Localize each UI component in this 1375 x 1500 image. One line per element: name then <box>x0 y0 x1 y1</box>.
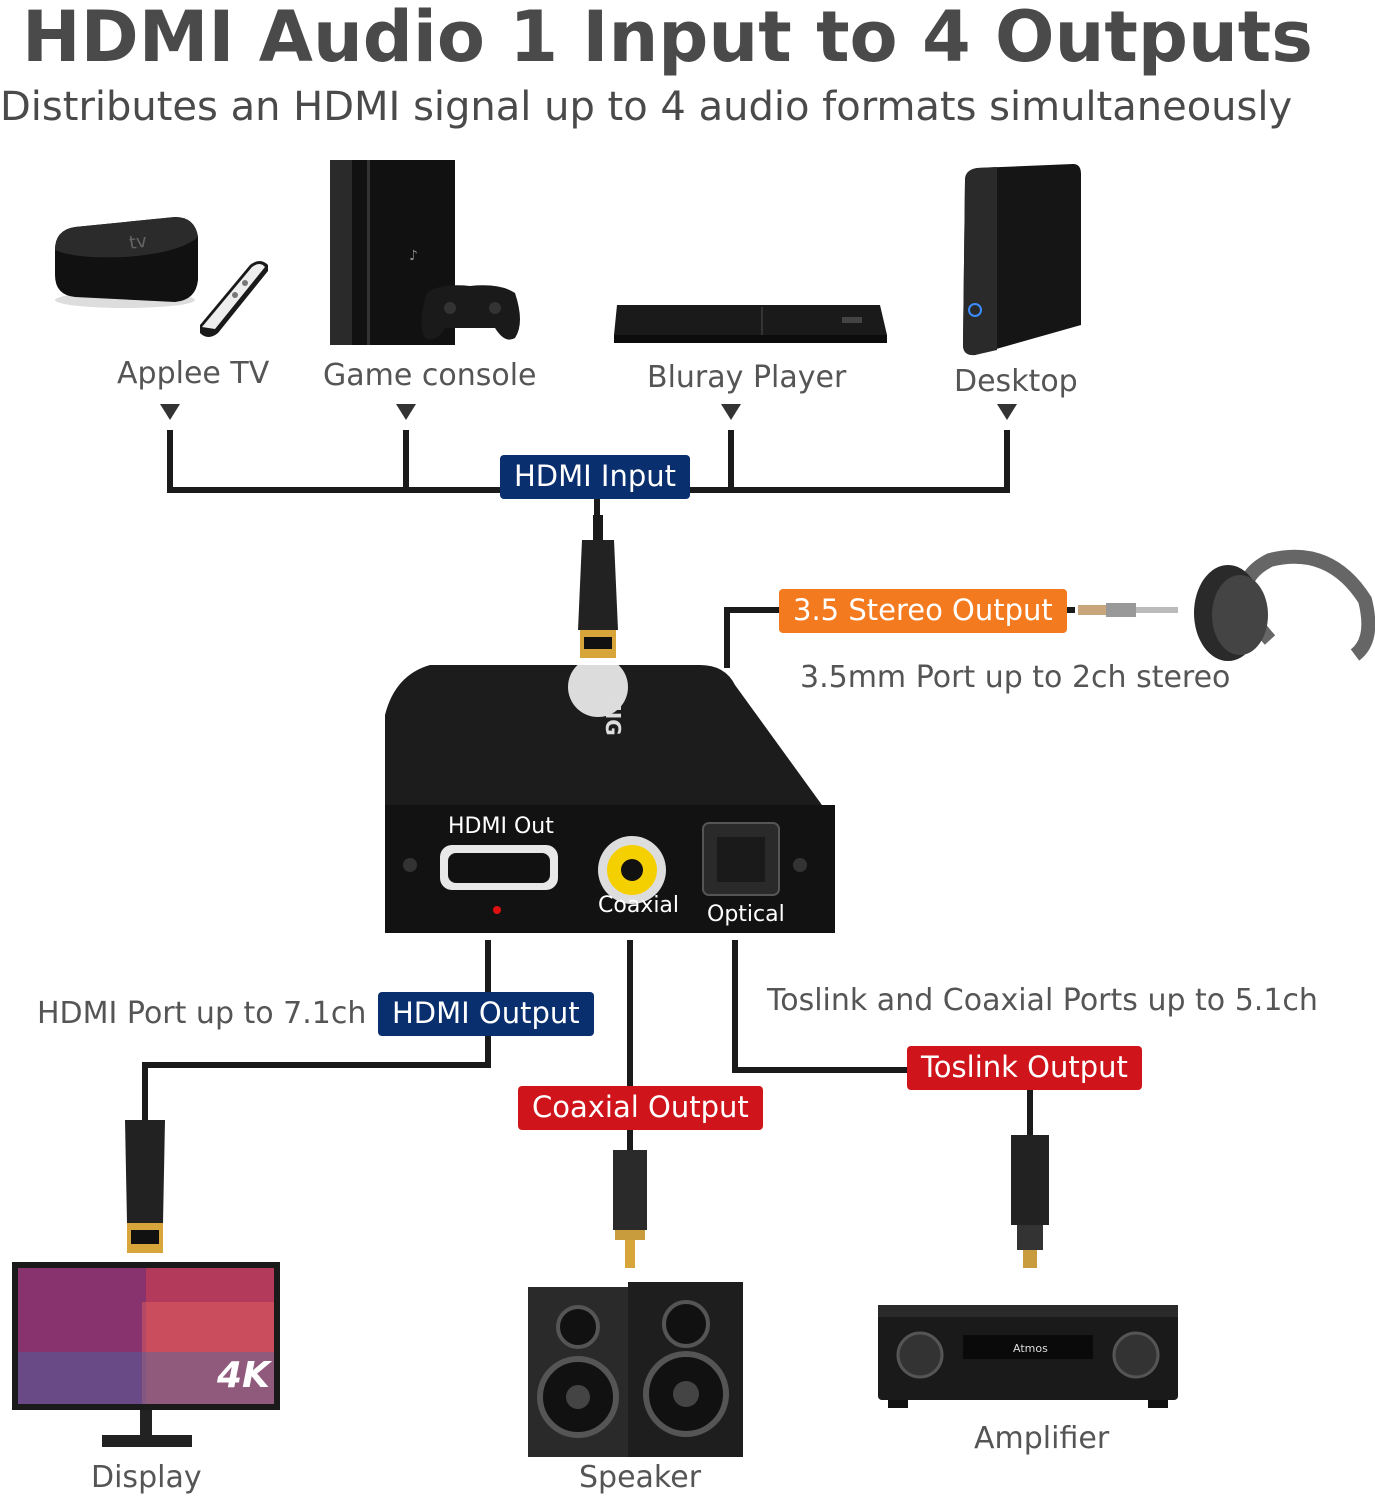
hub-optical-label: Optical <box>707 902 785 927</box>
speaker-icon <box>528 1282 743 1457</box>
coaxial-plug-icon <box>613 1150 647 1268</box>
hub-hdmi-out-label: HDMI Out <box>448 814 554 839</box>
svg-text:Atmos: Atmos <box>1013 1342 1048 1355</box>
apple-tv-icon: tv <box>55 217 268 337</box>
source-label-desktop: Desktop <box>954 364 1078 399</box>
hub-coaxial-label: Coaxial <box>598 893 680 918</box>
bluray-player-icon <box>614 305 887 343</box>
hdmi-cable-output-icon <box>125 1120 165 1253</box>
arrow-down-icon <box>160 404 180 420</box>
coaxial-output-badge: Coaxial Output <box>518 1086 763 1130</box>
hdmi-output-badge: HDMI Output <box>378 992 594 1036</box>
source-label-bluray-player: Bluray Player <box>647 360 847 395</box>
output-label-speaker: Speaker <box>579 1460 702 1495</box>
amplifier-icon: Atmos <box>878 1305 1178 1408</box>
source-label-game-console: Game console <box>323 358 537 393</box>
desktop-drive-icon <box>963 164 1081 356</box>
stereo-output-badge: 3.5 Stereo Output <box>779 589 1067 633</box>
output-label-amplifier: Amplifier <box>974 1421 1110 1456</box>
arrow-down-icon <box>721 404 741 420</box>
game-console-icon: ♪ <box>330 160 520 345</box>
page-title: HDMI Audio 1 Input to 4 Outputs <box>22 0 1313 78</box>
output-label-display: Display <box>91 1460 202 1495</box>
svg-text:♪: ♪ <box>409 248 418 264</box>
display-4k-text: 4K <box>216 1355 273 1396</box>
toslink-coaxial-note: Toslink and Coaxial Ports up to 5.1ch <box>767 983 1318 1018</box>
arrow-down-icon <box>396 404 416 420</box>
hdmi-cable-input-icon <box>578 515 618 658</box>
page-subtitle: Distributes an HDMI signal up to 4 audio… <box>0 84 1293 130</box>
svg-text:tv: tv <box>128 231 149 254</box>
source-label-apple-tv: Applee TV <box>117 356 270 391</box>
brand-logo: SIIG <box>601 690 625 736</box>
toslink-output-badge: Toslink Output <box>907 1046 1142 1090</box>
hdmi-input-badge: HDMI Input <box>500 455 691 499</box>
toslink-plug-icon <box>1011 1135 1049 1268</box>
hdmi-note: HDMI Port up to 7.1ch <box>37 996 367 1031</box>
display-icon: 4K <box>12 1262 280 1447</box>
headphones-icon <box>1078 549 1375 661</box>
splitter-device <box>385 665 835 933</box>
arrow-down-icon <box>997 404 1017 420</box>
stereo-note: 3.5mm Port up to 2ch stereo <box>800 660 1231 695</box>
